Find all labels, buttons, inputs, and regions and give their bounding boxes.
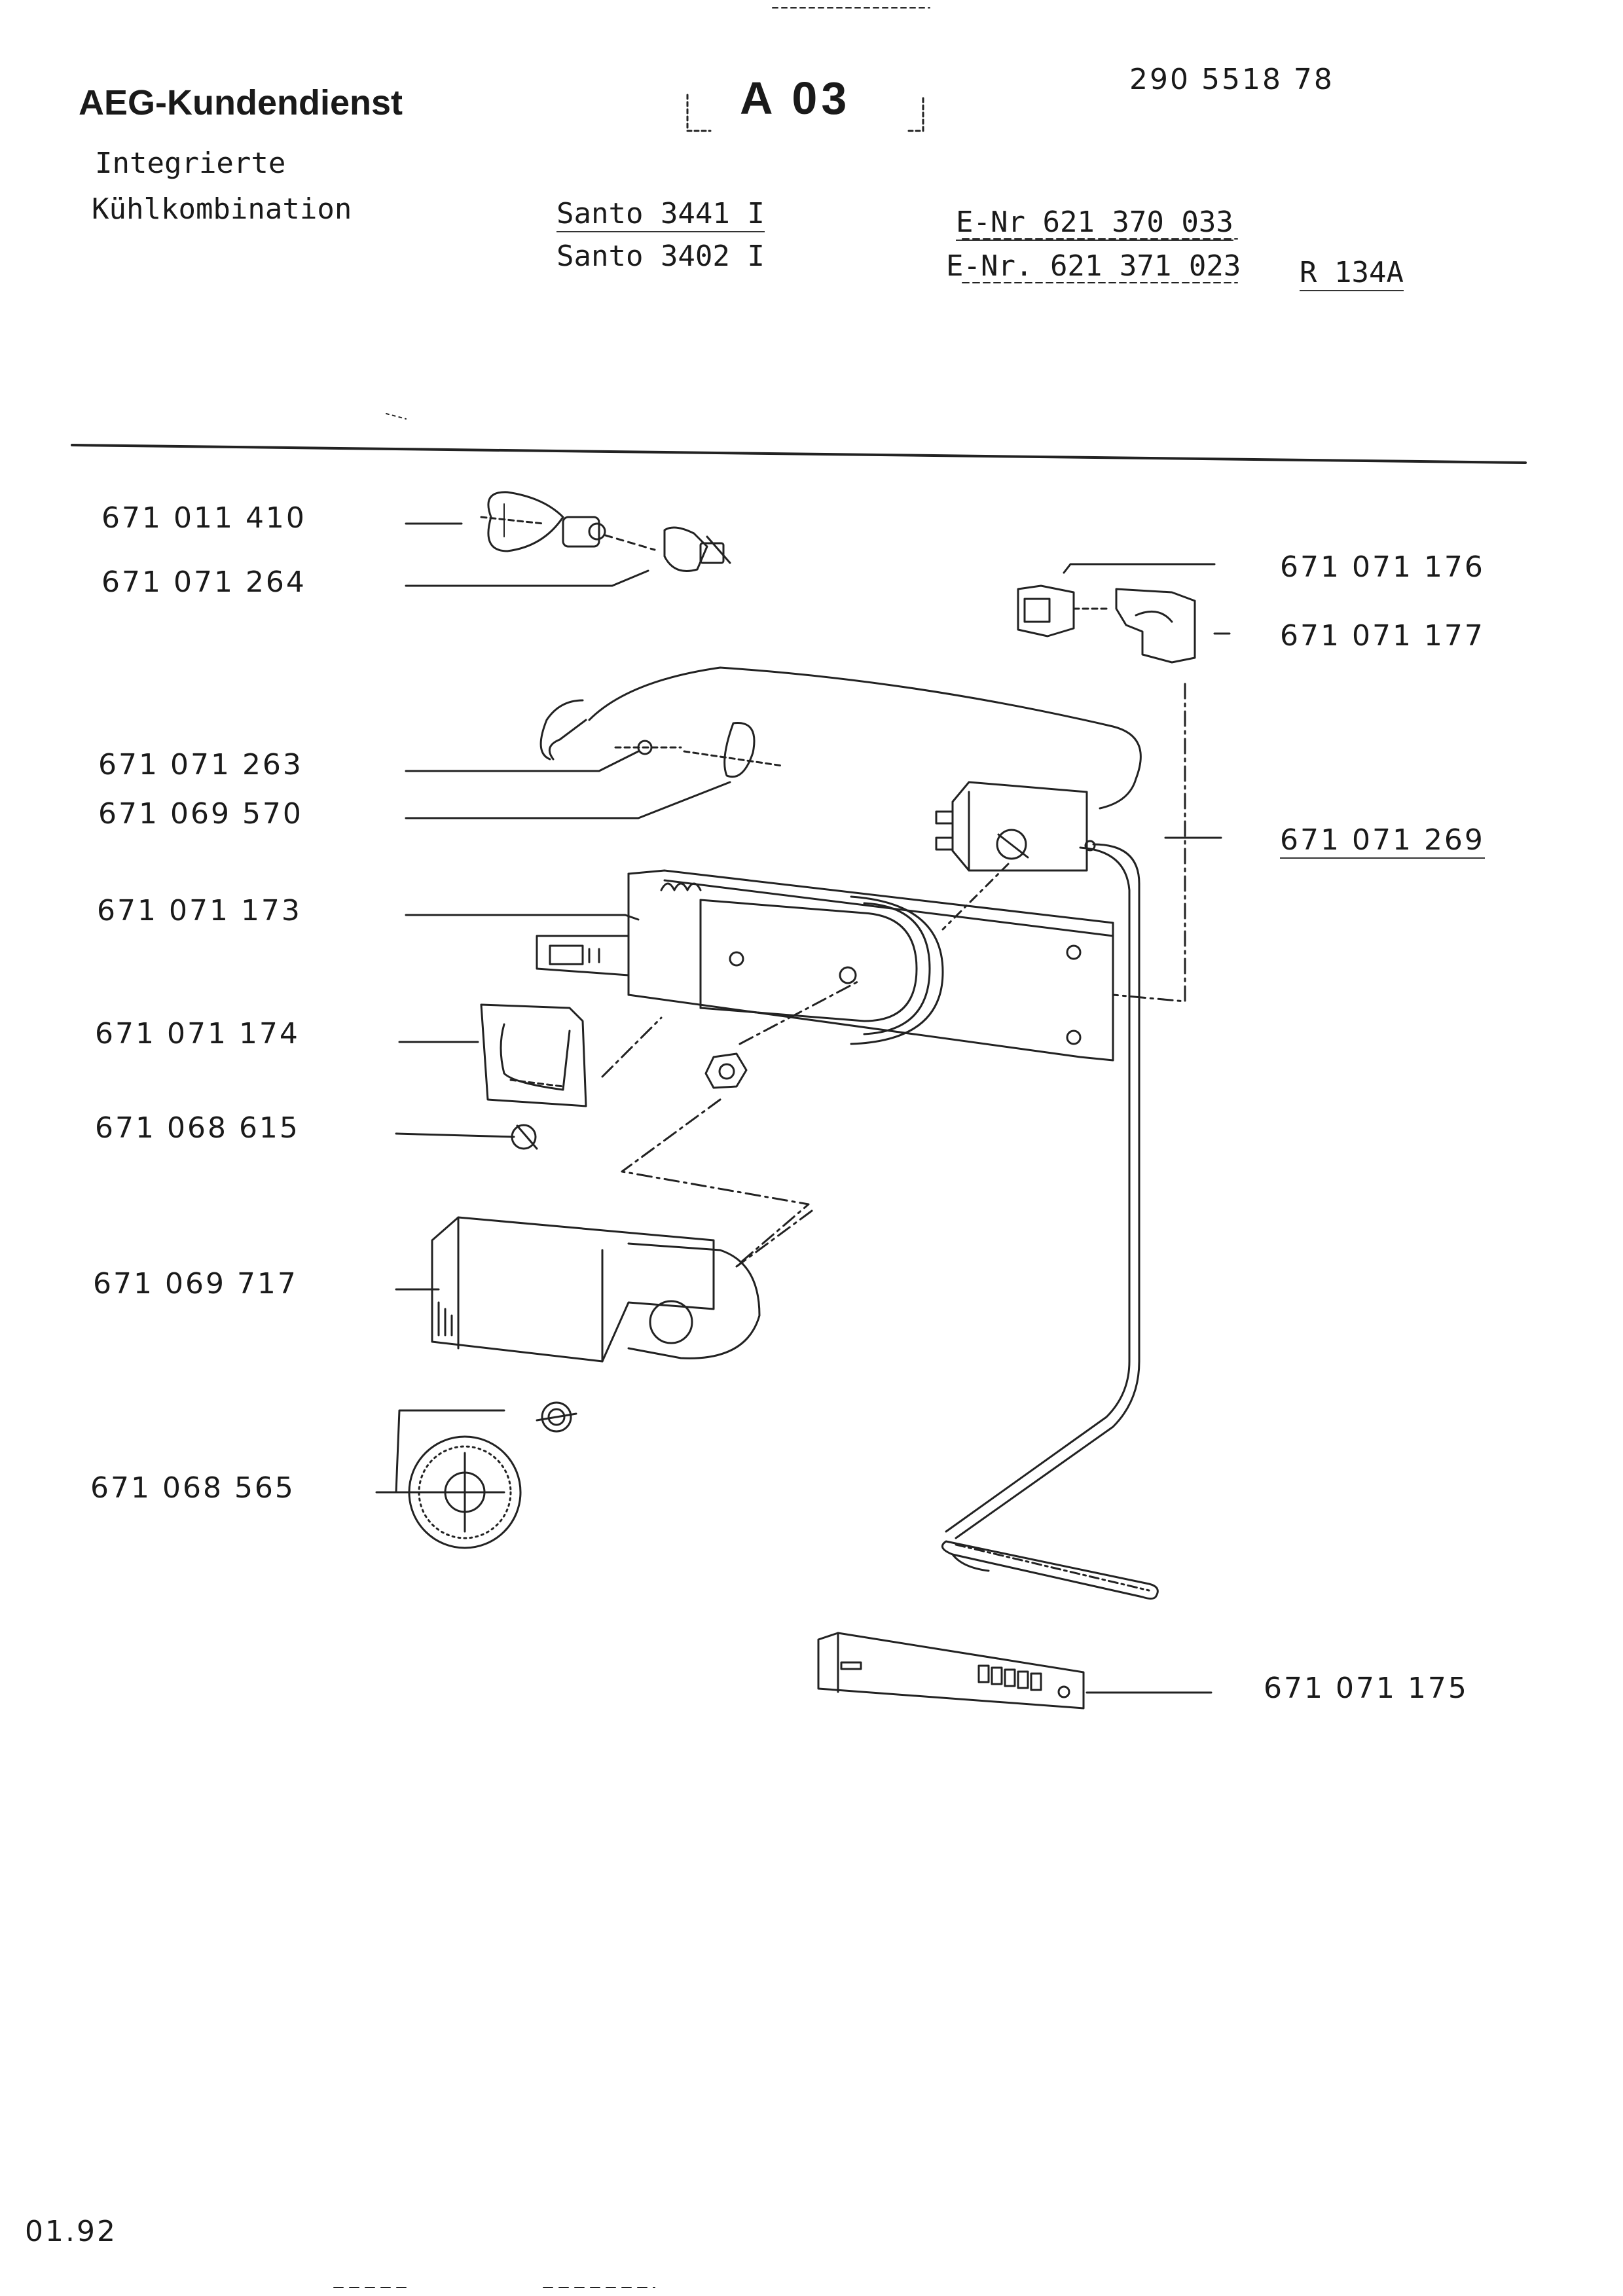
part-number: 671 071 264 [101, 565, 306, 599]
model-2: Santo 3402 I [556, 240, 765, 273]
small-screw [511, 1124, 537, 1150]
hex-nut [704, 1052, 748, 1089]
refrigerant-label: R 134A [1300, 259, 1404, 291]
washer-disc [723, 722, 756, 778]
category-line-1: Integrierte [95, 147, 286, 180]
brand-title: AEG-Kundendienst [79, 83, 403, 122]
connector-plug [1017, 584, 1108, 637]
document-number: 290 5518 78 [1129, 63, 1334, 96]
corner-mark [905, 97, 924, 132]
part-number: 671 071 174 [95, 1017, 300, 1050]
thermostat [935, 781, 1096, 872]
assembly-guide-line [1112, 683, 1186, 1003]
leader-line [405, 914, 640, 921]
part-number: 671 071 176 [1280, 550, 1485, 584]
part-number: 671 071 177 [1280, 619, 1485, 653]
leader-line [405, 750, 640, 772]
part-number: 671 011 410 [101, 501, 306, 535]
corner-mark [686, 94, 712, 132]
leader-line [405, 569, 649, 587]
part-number: 671 069 717 [93, 1267, 298, 1300]
leader-line [405, 781, 731, 819]
part-number: 671 071 175 [1264, 1672, 1468, 1705]
e-number-2: E-Nr. 621 371 023 [946, 249, 1241, 283]
capillary-wire [588, 666, 1142, 810]
capillary-wire-end [548, 719, 587, 761]
lamp-bulb [480, 491, 606, 552]
part-number: 671 068 565 [90, 1471, 295, 1505]
model-1: Santo 3441 I [556, 200, 765, 232]
leader-line [395, 1132, 515, 1138]
control-housing [536, 869, 1114, 1062]
sensor-bulb [941, 1540, 1159, 1600]
part-number: 671 071 173 [97, 894, 302, 927]
lamp-socket [663, 526, 731, 572]
sensor-capillary [955, 843, 1140, 1539]
connector-cover [1115, 588, 1196, 664]
part-number: 671 069 570 [98, 797, 303, 831]
control-knob [408, 1435, 522, 1549]
sheet-code: A 03 [740, 73, 851, 124]
part-number: 671 071 269 [1280, 826, 1485, 859]
leader-line [1063, 563, 1216, 574]
lamp-cover [480, 1003, 587, 1107]
e-number-1: E-Nr 621 370 033 [956, 208, 1233, 241]
washer-ring [541, 1401, 572, 1433]
sensor-holder [817, 1632, 1085, 1710]
header-divider [71, 444, 1527, 464]
knob-housing [431, 1216, 761, 1363]
revision-date: 01.92 [25, 2215, 117, 2248]
part-number: 671 068 615 [95, 1111, 300, 1145]
category-line-2: Kühlkombination [92, 192, 352, 226]
leader-line [395, 1409, 505, 1494]
part-number: 671 071 263 [98, 748, 303, 781]
